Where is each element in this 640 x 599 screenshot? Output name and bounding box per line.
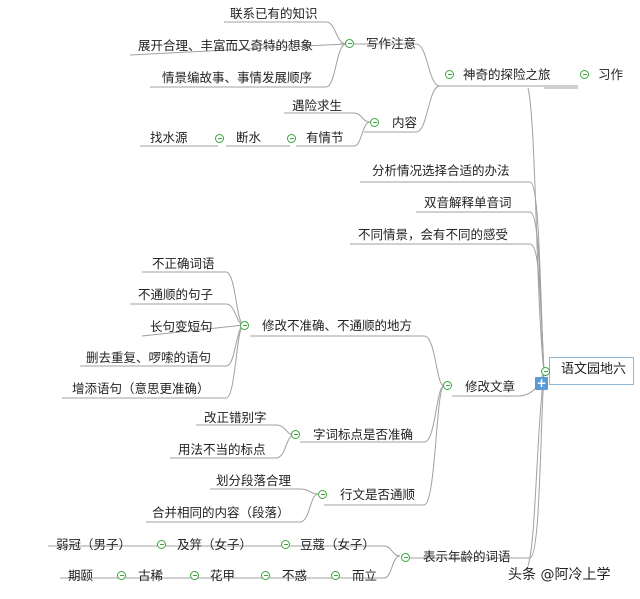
link-revise-punct bbox=[300, 385, 445, 443]
link-revise-flow bbox=[324, 385, 445, 506]
node-water[interactable]: 断水 bbox=[236, 130, 262, 145]
link-wrong-3 bbox=[141, 324, 245, 337]
link-tip-3 bbox=[350, 243, 545, 373]
leaf-age-guxi[interactable]: 古稀 bbox=[138, 568, 164, 583]
node-flow[interactable]: 行文是否通顺 bbox=[340, 487, 416, 502]
collapse-icon-age[interactable] bbox=[401, 553, 410, 562]
leaf-age-jiji[interactable]: 及笄（女子） bbox=[177, 537, 253, 552]
link-story-content bbox=[364, 85, 441, 133]
link-age-row1 bbox=[48, 545, 401, 557]
leaf-wrong-2[interactable]: 不通顺的句子 bbox=[138, 287, 214, 302]
node-wrong[interactable]: 修改不准确、不通顺的地方 bbox=[262, 318, 413, 333]
leaf-age-buhuo[interactable]: 不惑 bbox=[282, 568, 308, 583]
leaf-writing-1[interactable]: 联系已有的知识 bbox=[230, 6, 318, 21]
collapse-icon-xizuo[interactable] bbox=[580, 70, 589, 79]
link-flow-1 bbox=[210, 488, 319, 495]
leaf-wrong-5[interactable]: 增添语句（意思更准确） bbox=[72, 381, 210, 396]
link-root-trunk-down bbox=[527, 371, 545, 567]
expand-plus-icon[interactable]: + bbox=[535, 376, 548, 390]
link-revise-wrong bbox=[250, 335, 445, 387]
root-label: 语文园地六 bbox=[561, 362, 627, 377]
leaf-tip-2[interactable]: 双音解释单音词 bbox=[424, 195, 512, 210]
link-root-trunk bbox=[527, 87, 545, 373]
leaf-wrong-1[interactable]: 不正确词语 bbox=[152, 256, 215, 271]
collapse-icon-erli[interactable] bbox=[331, 571, 340, 580]
link-content-plot bbox=[296, 121, 371, 147]
collapse-icon-plot[interactable] bbox=[287, 134, 296, 143]
link-flow-2 bbox=[146, 493, 319, 523]
node-writing[interactable]: 写作注意 bbox=[366, 36, 417, 51]
link-writing-3 bbox=[150, 43, 347, 88]
leaf-age-qiyi[interactable]: 期颐 bbox=[68, 568, 94, 583]
leaf-wrong-4[interactable]: 删去重复、啰嗦的语句 bbox=[86, 350, 212, 365]
collapse-icon-punct[interactable] bbox=[291, 430, 300, 439]
node-punct[interactable]: 字词标点是否准确 bbox=[313, 427, 414, 442]
watermark-text: 头条 @阿冷上学 bbox=[508, 567, 611, 583]
collapse-icon-wrong[interactable] bbox=[240, 321, 249, 330]
link-writing-1 bbox=[224, 21, 347, 45]
collapse-icon-story[interactable] bbox=[445, 70, 454, 79]
leaf-wrong-3[interactable]: 长句变短句 bbox=[150, 319, 213, 334]
collapse-icon-buhuo[interactable] bbox=[261, 571, 270, 580]
link-punct-1 bbox=[196, 424, 295, 436]
leaf-flow-1[interactable]: 划分段落合理 bbox=[216, 473, 292, 488]
collapse-icon-guxi[interactable] bbox=[117, 571, 126, 580]
node-revise[interactable]: 修改文章 bbox=[465, 379, 516, 394]
leaf-find-water[interactable]: 找水源 bbox=[150, 130, 188, 145]
leaf-writing-2[interactable]: 展开合理、丰富而又奇特的想象 bbox=[138, 38, 314, 53]
collapse-icon-revise[interactable] bbox=[443, 381, 452, 390]
collapse-icon-flow[interactable] bbox=[318, 490, 327, 499]
leaf-writing-3[interactable]: 情景编故事、事情发展顺序 bbox=[162, 70, 313, 85]
node-story[interactable]: 神奇的探险之旅 bbox=[463, 67, 551, 82]
leaf-age-huajia[interactable]: 花甲 bbox=[210, 568, 236, 583]
leaf-age-ruoguan[interactable]: 弱冠（男子） bbox=[56, 537, 132, 552]
link-content-1 bbox=[284, 112, 371, 123]
leaf-tip-1[interactable]: 分析情况选择合适的办法 bbox=[372, 163, 510, 178]
link-story-writing bbox=[340, 43, 441, 87]
collapse-icon-writing[interactable] bbox=[345, 39, 354, 48]
node-age[interactable]: 表示年龄的词语 bbox=[423, 549, 511, 564]
link-writing-2 bbox=[129, 43, 347, 56]
collapse-icon-doukou[interactable] bbox=[281, 540, 290, 549]
node-content[interactable]: 内容 bbox=[392, 115, 418, 130]
leaf-age-doukou[interactable]: 豆蔻（女子） bbox=[300, 537, 376, 552]
link-age bbox=[408, 371, 545, 559]
leaf-flow-2[interactable]: 合并相同的内容（段落） bbox=[152, 505, 290, 520]
node-xizuo[interactable]: 习作 bbox=[598, 67, 624, 82]
leaf-tip-3[interactable]: 不同情景，会有不同的感受 bbox=[358, 227, 509, 242]
collapse-icon-jiji[interactable] bbox=[157, 540, 166, 549]
leaf-age-erli[interactable]: 而立 bbox=[352, 568, 378, 583]
collapse-icon-huajia[interactable] bbox=[190, 571, 199, 580]
collapse-icon-root[interactable] bbox=[541, 367, 550, 376]
leaf-punct-1[interactable]: 改正错别字 bbox=[204, 410, 267, 425]
collapse-icon-water[interactable] bbox=[215, 134, 224, 143]
collapse-icon-content[interactable] bbox=[370, 118, 379, 127]
leaf-punct-2[interactable]: 用法不当的标点 bbox=[178, 442, 266, 457]
link-age-row2 bbox=[60, 555, 401, 579]
leaf-content-1[interactable]: 遇险求生 bbox=[292, 98, 343, 113]
node-plot[interactable]: 有情节 bbox=[306, 130, 344, 145]
